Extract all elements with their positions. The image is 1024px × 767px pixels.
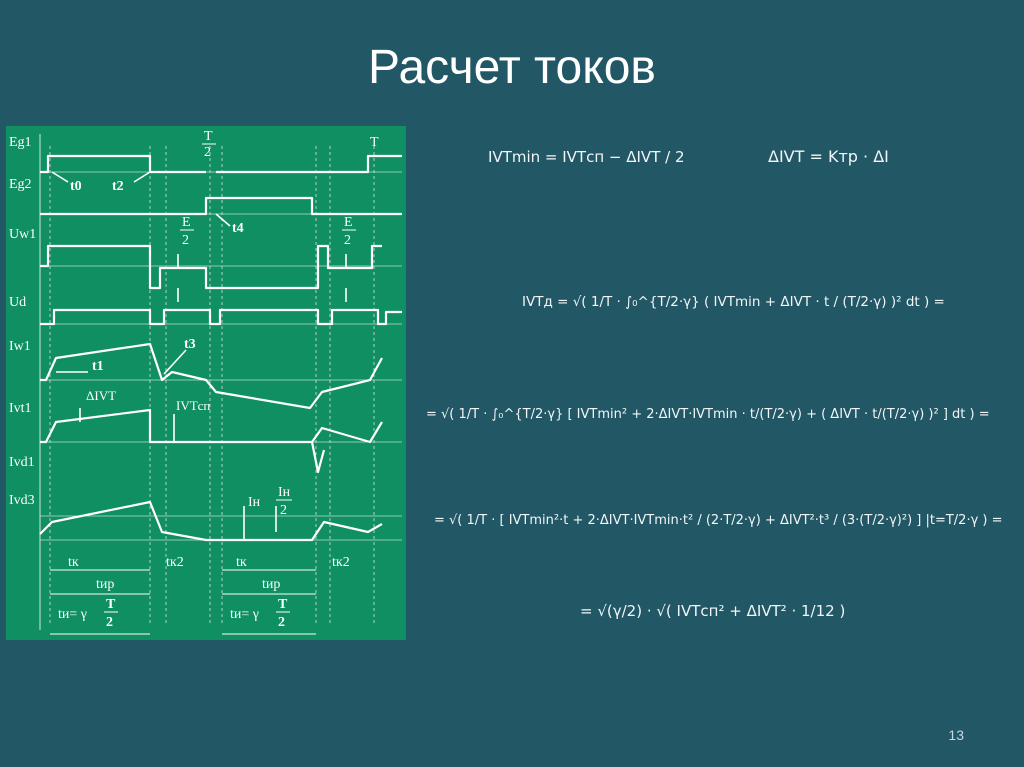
ivt1-label: Ivt1 bbox=[9, 401, 32, 416]
formula-area: IVTmin = IVTсп − ΔIVT / 2 ΔIVT = Kтр · Δ… bbox=[410, 120, 1020, 650]
in-label: Iн bbox=[248, 495, 261, 510]
timing-diagram: Eg1 Eg2 Uw1 Ud Iw1 Ivt1 Ivd1 Ivd3 t0 t2 … bbox=[6, 126, 406, 640]
uw1-label: Uw1 bbox=[9, 227, 36, 242]
ti-num: T bbox=[106, 597, 116, 612]
formula-delta-ivt: ΔIVT = Kтр · ΔI bbox=[768, 147, 889, 166]
phase-markers bbox=[49, 146, 375, 626]
ivd3-waveform bbox=[39, 500, 383, 542]
ud-waveform bbox=[40, 308, 402, 326]
timing-diagram-svg: Eg1 Eg2 Uw1 Ud Iw1 Ivt1 Ivd1 Ivd3 t0 t2 … bbox=[9, 129, 402, 635]
e-half-den: 2 bbox=[182, 233, 189, 248]
e2-half-num: E bbox=[344, 215, 353, 230]
half-period-den: 2 bbox=[204, 145, 211, 160]
t3-label: t3 bbox=[184, 337, 196, 352]
formulas-svg: IVTmin = IVTсп − ΔIVT / 2 ΔIVT = Kтр · Δ… bbox=[426, 147, 1003, 620]
waveforms bbox=[39, 154, 402, 542]
duration-brackets bbox=[50, 569, 316, 635]
t4-label: t4 bbox=[232, 221, 244, 236]
diagram-labels: Eg1 Eg2 Uw1 Ud Iw1 Ivt1 Ivd1 Ivd3 t0 t2 … bbox=[9, 129, 379, 630]
eg1-label: Eg1 bbox=[9, 135, 32, 150]
formula-ivtmin: IVTmin = IVTсп − ΔIVT / 2 bbox=[488, 148, 685, 166]
ti-num-b: T bbox=[278, 597, 288, 612]
t0-label: t0 bbox=[70, 179, 82, 194]
page-number: 13 bbox=[948, 727, 964, 743]
period-label: T bbox=[370, 135, 379, 150]
slide-title: Расчет токов bbox=[368, 41, 656, 94]
tk2-label-b: tк2 bbox=[332, 555, 350, 570]
in-half-num: Iн bbox=[278, 485, 291, 500]
ivtsp-label: IVTсп bbox=[176, 398, 210, 413]
t4-arrow bbox=[215, 213, 231, 227]
formula-integrated: = √( 1/T · [ IVTmin²·t + 2·ΔIVT·IVTmin·t… bbox=[434, 513, 1003, 528]
ivd1-waveform bbox=[310, 441, 326, 474]
eg1-waveform bbox=[40, 154, 402, 174]
iw1-label: Iw1 bbox=[9, 339, 31, 354]
t2-label: t2 bbox=[112, 179, 124, 194]
eg2-waveform bbox=[40, 196, 402, 216]
delta-ivt-label: ΔIVT bbox=[86, 388, 116, 403]
tk2-label: tк2 bbox=[166, 555, 184, 570]
t2-arrow bbox=[133, 171, 151, 183]
annotation-arrows bbox=[51, 171, 347, 540]
t1-label: t1 bbox=[92, 359, 104, 374]
tir-label: tир bbox=[96, 577, 114, 592]
ti-den-b: 2 bbox=[278, 615, 285, 630]
in-half-den: 2 bbox=[280, 503, 287, 518]
iw1-waveform bbox=[40, 342, 383, 410]
tir-label-b: tир bbox=[262, 577, 280, 592]
tk-label: tк bbox=[68, 555, 79, 570]
ti-den: 2 bbox=[106, 615, 113, 630]
ivt1-waveform bbox=[40, 408, 383, 444]
tk-label-b: tк bbox=[236, 555, 247, 570]
t0-arrow bbox=[51, 171, 69, 183]
formula-ivtd: IVTд = √( 1/T · ∫₀^{T/2·γ} ( IVTmin + ΔI… bbox=[522, 294, 945, 310]
e-half-num: E bbox=[182, 215, 191, 230]
e2-half-den: 2 bbox=[344, 233, 351, 248]
t3-arrow bbox=[163, 349, 187, 375]
uw1-waveform bbox=[40, 244, 382, 290]
formula-result: = √(γ/2) · √( IVTсп² + ΔIVT² · 1/12 ) bbox=[580, 602, 845, 620]
formula-expanded: = √( 1/T · ∫₀^{T/2·γ} [ IVTmin² + 2·ΔIVT… bbox=[426, 407, 990, 422]
ti-lhs-b: tи= γ bbox=[230, 607, 259, 622]
ivd3-label: Ivd3 bbox=[9, 493, 35, 508]
ivd1-label: Ivd1 bbox=[9, 455, 35, 470]
ti-lhs: tи= γ bbox=[58, 607, 87, 622]
eg2-label: Eg2 bbox=[9, 177, 32, 192]
half-period-num: T bbox=[204, 129, 213, 144]
ud-label: Ud bbox=[9, 295, 26, 310]
